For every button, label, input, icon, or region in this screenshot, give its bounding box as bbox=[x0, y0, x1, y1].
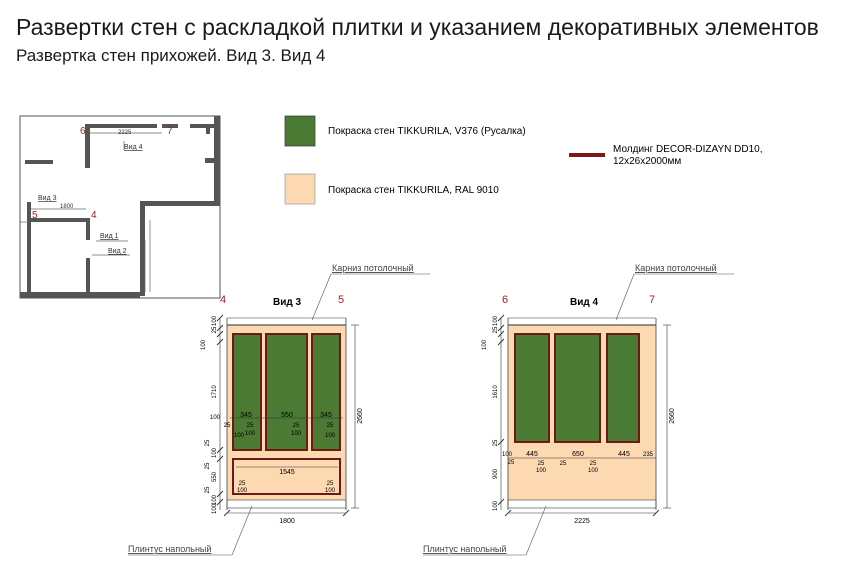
view4-dim-445-right: 445 bbox=[618, 451, 630, 458]
view4-sub-margin: 100 bbox=[588, 468, 599, 474]
view4-dim-650: 650 bbox=[572, 451, 584, 458]
plan-label-view2: Вид 2 bbox=[108, 248, 127, 255]
view4-plinth bbox=[507, 499, 657, 509]
view4-margin: 235 bbox=[643, 452, 654, 458]
legend-label-molding-1: Молдинг DECOR-DIZAYN DD10, bbox=[613, 144, 762, 155]
view3-panel-center bbox=[265, 333, 308, 451]
plan-dim-2225: 2225 bbox=[118, 130, 132, 136]
view3-dim-550: 550 bbox=[281, 412, 293, 419]
plan-marker-4: 4 bbox=[91, 210, 97, 221]
legend-swatch-green bbox=[284, 115, 316, 147]
view4-title: Вид 4 bbox=[570, 297, 598, 308]
view3-panel-right bbox=[311, 333, 341, 451]
view3-panel-dims: 345 550 345 25 25 25 25 100 100 100 100 … bbox=[224, 412, 336, 494]
view3-margin: 100 bbox=[325, 433, 336, 439]
plan-dim-1800: 1800 bbox=[60, 204, 74, 210]
view3-title: Вид 3 bbox=[273, 297, 301, 308]
view4-vdim: 25 bbox=[493, 439, 499, 446]
view3-panel-left bbox=[232, 333, 262, 451]
view3-vdim: 1710 bbox=[212, 385, 218, 399]
view3-vdim: 25 bbox=[212, 326, 218, 333]
view4-panel-center bbox=[554, 333, 601, 443]
legend-swatch-peach bbox=[284, 173, 316, 205]
view4-elevation: Вид 4 6 7 Карниз потолочный Плинтус напо… bbox=[423, 263, 734, 556]
view3-margin: 25 bbox=[224, 423, 231, 429]
view4-vdim: 1610 bbox=[493, 385, 499, 399]
view4-vdim: 100 bbox=[493, 315, 499, 326]
view4-vdim: 100 bbox=[482, 339, 488, 350]
legend: Покраска стен TIKKURILA, V376 (Русалка) … bbox=[284, 115, 762, 205]
plan-outline bbox=[19, 115, 221, 299]
view4-cornice-label: Карниз потолочный bbox=[635, 263, 717, 273]
view3-bottom-margin: 25 bbox=[239, 481, 246, 487]
view3-vdim: 100 bbox=[212, 315, 218, 326]
view4-vertical-dims: 100 25 100 1610 25 900 100 bbox=[482, 315, 499, 511]
plan-marker-6: 6 bbox=[80, 126, 86, 137]
view3-vdim: 550 bbox=[212, 471, 218, 482]
view3-margin: 25 bbox=[293, 423, 300, 429]
view4-sub-margin: 25 bbox=[590, 461, 597, 467]
view3-vertical-dims: 100 25 100 1710 100 25 100 25 550 25 100… bbox=[201, 315, 221, 514]
view4-height-total: 2660 bbox=[669, 408, 676, 424]
view3-vdim: 100 bbox=[210, 415, 221, 421]
view3-vdim: 25 bbox=[205, 439, 211, 446]
view3-vdim: 25 bbox=[205, 462, 211, 469]
view4-sub-margin: 25 bbox=[560, 461, 567, 467]
view3-dim-345-right: 345 bbox=[320, 412, 332, 419]
legend-swatch-molding bbox=[569, 153, 605, 157]
view3-plinth-label: Плинтус напольный bbox=[128, 544, 211, 554]
page-title: Развертки стен с раскладкой плитки и ука… bbox=[16, 14, 819, 40]
view4-plinth-label: Плинтус напольный bbox=[423, 544, 506, 554]
view3-lower-molding bbox=[232, 458, 341, 495]
view3-dim-345-left: 345 bbox=[240, 412, 252, 419]
view3-margin: 25 bbox=[327, 423, 334, 429]
view4-sub-margin: 25 bbox=[538, 461, 545, 467]
plan-marker-7: 7 bbox=[167, 126, 173, 137]
legend-label-green: Покраска стен TIKKURILA, V376 (Русалка) bbox=[328, 126, 526, 137]
legend-label-peach: Покраска стен TIKKURILA, RAL 9010 bbox=[328, 185, 499, 196]
plan-label-view3: Вид 3 bbox=[38, 195, 57, 202]
view4-dim-445-left: 445 bbox=[526, 451, 538, 458]
view3-height-total: 2660 bbox=[357, 408, 364, 424]
view4-panel-right bbox=[606, 333, 640, 443]
view3-vdim: 25 bbox=[205, 486, 211, 493]
view3-vdim: 100 bbox=[212, 447, 218, 458]
plan-label-view1: Вид 1 bbox=[100, 233, 119, 240]
view3-corner-left: 4 bbox=[220, 294, 226, 306]
view4-vdim: 25 bbox=[493, 326, 499, 333]
view3-bottom-margin: 25 bbox=[327, 481, 334, 487]
view4-panel-dims: 100 445 650 445 235 25 25 100 25 25 100 bbox=[502, 451, 654, 474]
view3-vdim: 100 bbox=[201, 339, 207, 350]
view3-vdim: 100 bbox=[212, 494, 218, 505]
plan-marker-5: 5 bbox=[32, 210, 38, 221]
view4-margin: 100 bbox=[502, 452, 513, 458]
view3-cornice-label: Карниз потолочный bbox=[332, 263, 414, 273]
view4-vdim: 100 bbox=[493, 500, 499, 511]
view4-sub-margin: 25 bbox=[508, 460, 515, 466]
view3-elevation: Вид 3 4 5 Карниз потолочный Плинтус напо… bbox=[128, 263, 430, 556]
view3-dim-1545: 1545 bbox=[279, 469, 295, 476]
plan-label-view4: Вид 4 bbox=[124, 144, 143, 151]
view3-vdim: 100 bbox=[212, 503, 218, 514]
view4-panel-left bbox=[514, 333, 550, 443]
view3-corner-right: 5 bbox=[338, 294, 344, 306]
view3-bottom-margin: 100 bbox=[237, 488, 248, 494]
view3-width-total: 1800 bbox=[279, 518, 295, 525]
page-subtitle: Развертка стен прихожей. Вид 3. Вид 4 bbox=[16, 46, 326, 65]
view3-margin: 100 bbox=[291, 431, 302, 437]
view4-width-total: 2225 bbox=[574, 518, 590, 525]
view4-corner-left: 6 bbox=[502, 294, 508, 306]
view3-margin: 100 bbox=[234, 433, 245, 439]
view3-plinth bbox=[226, 499, 347, 509]
view3-bottom-margin: 100 bbox=[325, 488, 336, 494]
view4-vdim: 900 bbox=[493, 468, 499, 479]
view4-corner-right: 7 bbox=[649, 294, 655, 306]
view3-margin: 100 bbox=[245, 431, 256, 437]
floor-plan: 6 7 2225 Вид 4 Вид 3 1800 5 4 Вид 1 Вид … bbox=[19, 115, 221, 299]
view4-sub-margin: 100 bbox=[536, 468, 547, 474]
view3-margin: 25 bbox=[247, 423, 254, 429]
legend-label-molding-2: 12х26х2000мм bbox=[613, 156, 681, 167]
